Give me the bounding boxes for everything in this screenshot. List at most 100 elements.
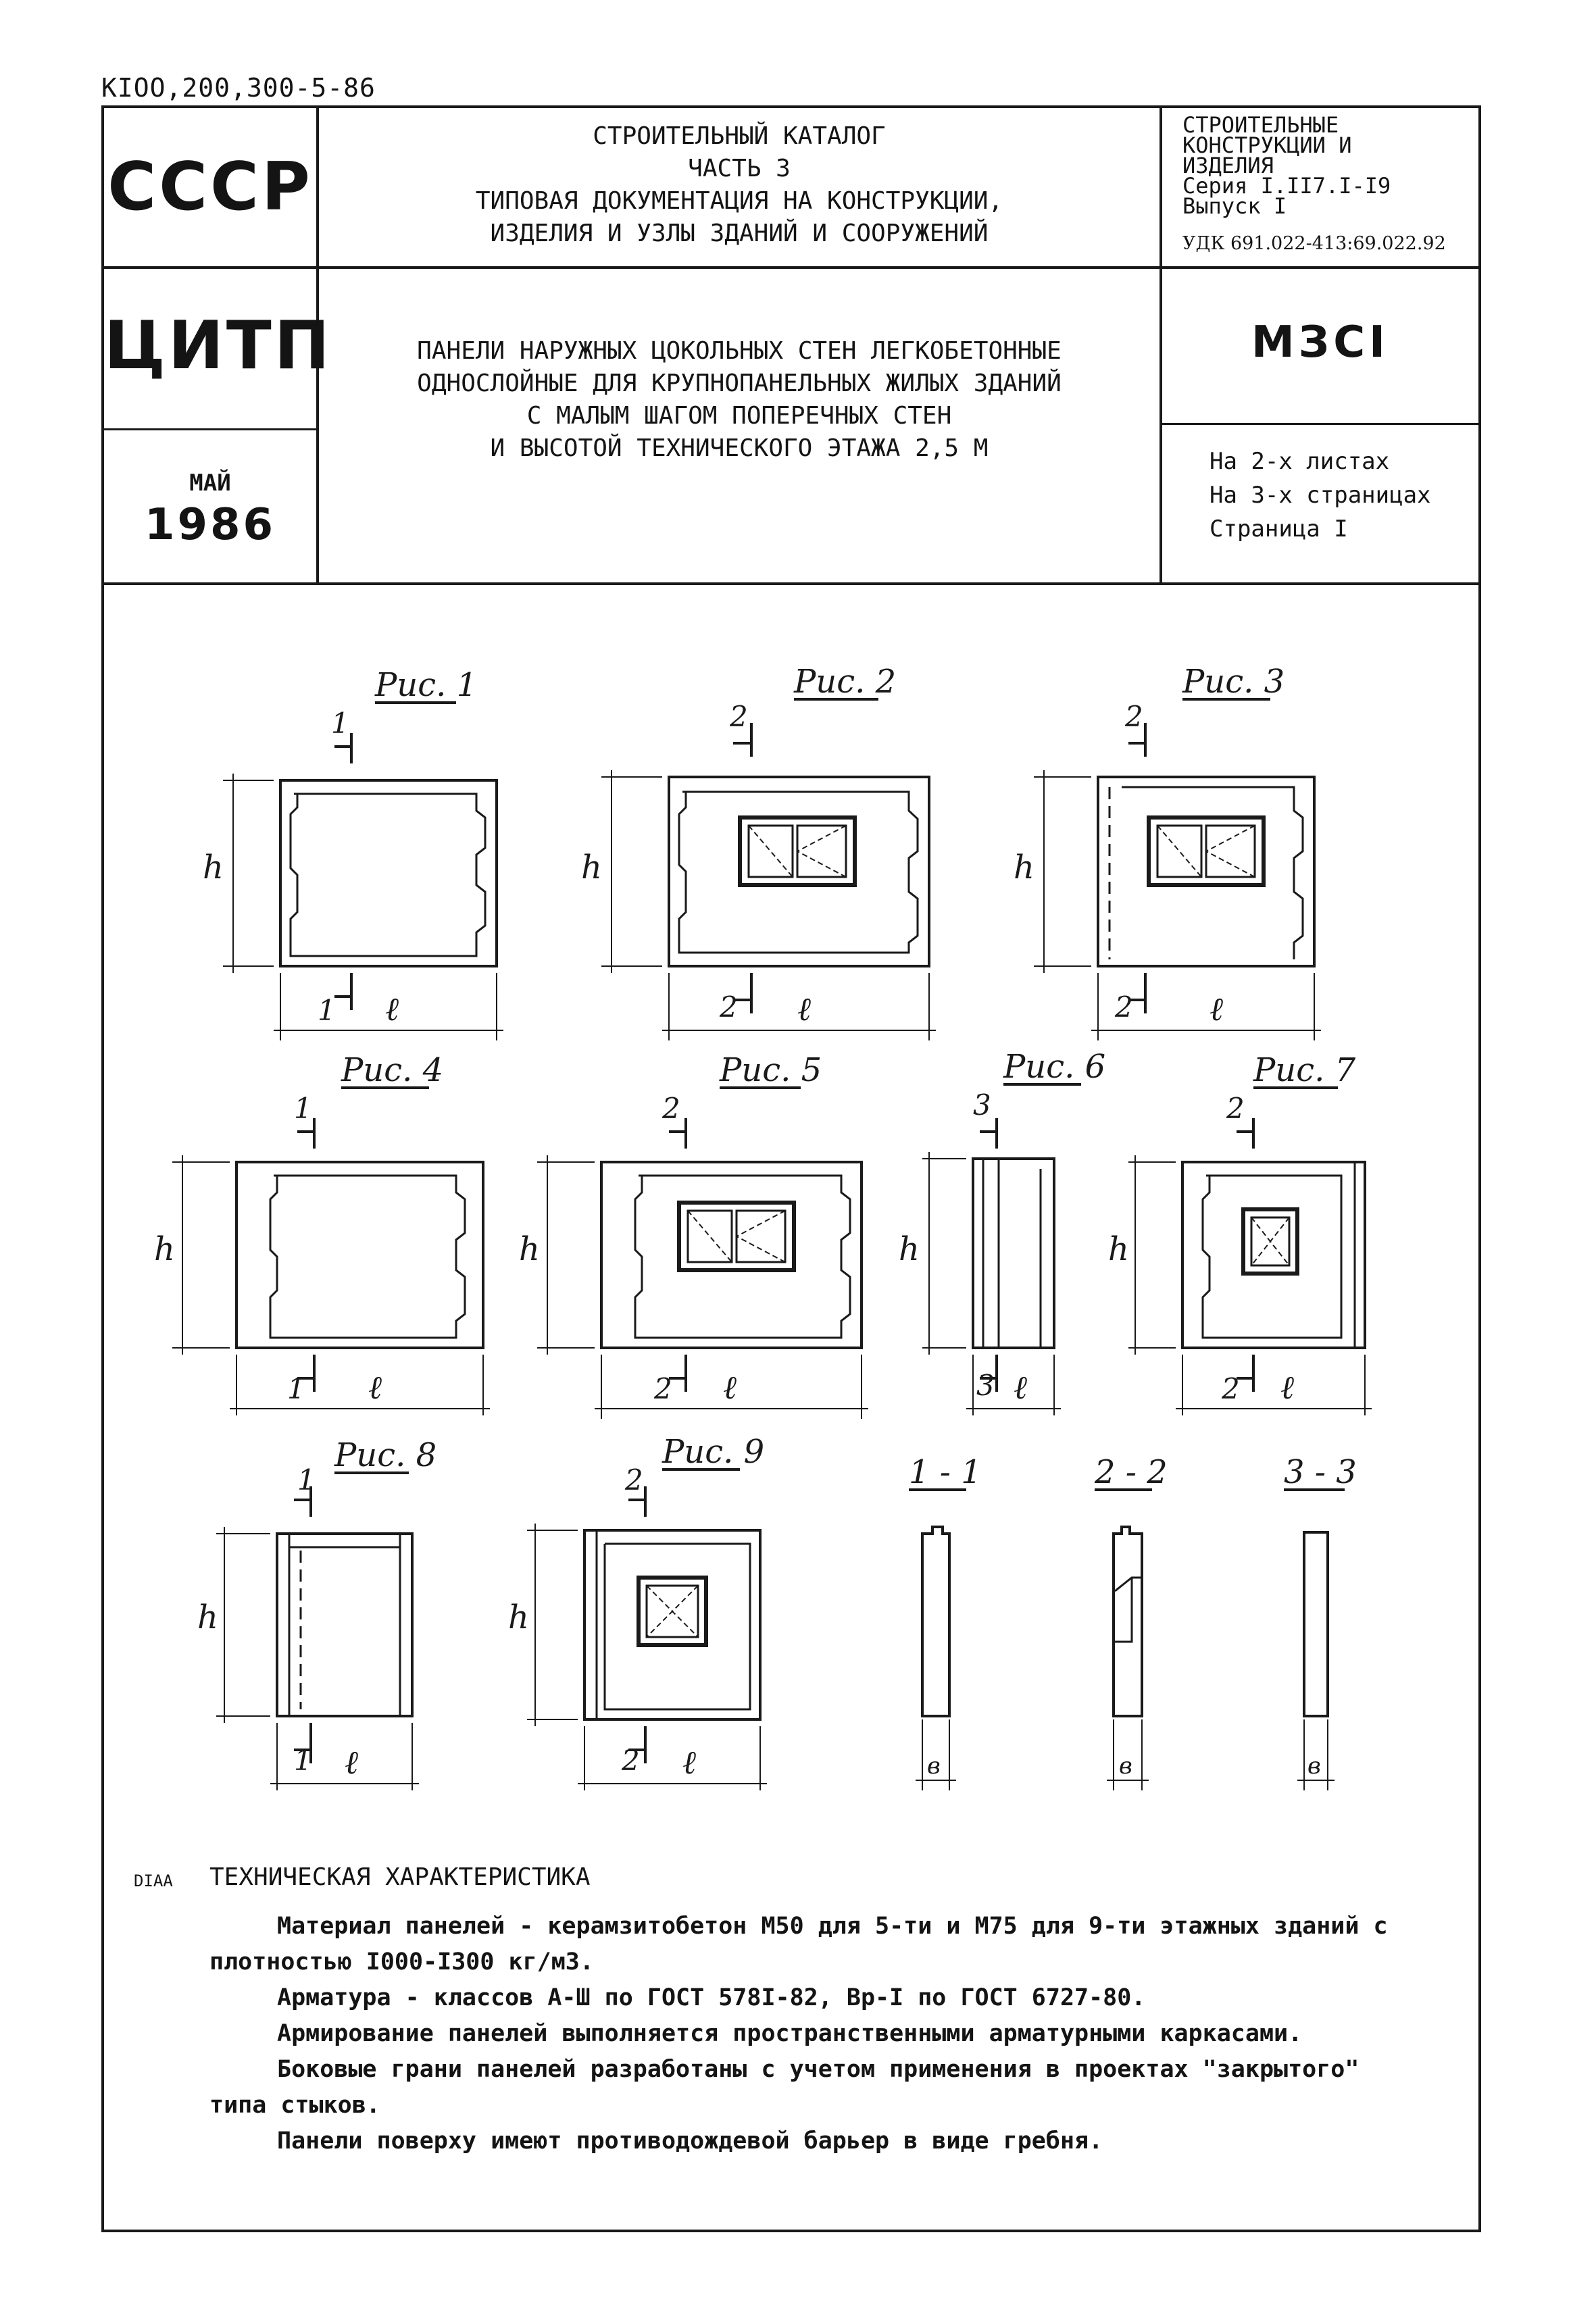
tech-line: типа стыков. (209, 2092, 380, 2119)
cut-mark: 2 (1226, 1092, 1245, 1125)
frame-top (101, 105, 1481, 108)
figure-9: Рис. 9 h ℓ (508, 1433, 767, 1790)
section-1-label: 1 - 1 (909, 1453, 982, 1491)
section-3-3: 3 - 3 в (1284, 1453, 1357, 1790)
figure-5-h: h (519, 1230, 540, 1268)
left-row-line (101, 428, 318, 430)
figure-7-label: Рис. 7 (1253, 1051, 1356, 1089)
figure-5: Рис. 5 h ℓ (519, 1051, 868, 1419)
series-line: КОНСТРУКЦИИ И (1182, 132, 1352, 158)
figure-1: Рис. 1 h ℓ (203, 666, 503, 1040)
figure-1-h: h (203, 849, 224, 886)
cut-mark: 1 (287, 1372, 305, 1405)
catalog-line: ЧАСТЬ 3 (688, 155, 791, 182)
tech-line: Панели поверху имеют противодождевой бар… (277, 2128, 1103, 2155)
cut-mark: 2 (719, 990, 738, 1024)
figure-2-l: ℓ (797, 990, 811, 1028)
figure-8-label: Рис. 8 (334, 1436, 437, 1474)
title-line: ОДНОСЛОЙНЫЕ ДЛЯ КРУПНОПАНЕЛЬНЫХ ЖИЛЫХ ЗД… (417, 370, 1062, 397)
udk: УДК 691.022-413:69.022.92 (1182, 233, 1446, 254)
series-block: СТРОИТЕЛЬНЫЕ КОНСТРУКЦИИ И ИЗДЕЛИЯ Серия… (1182, 112, 1473, 219)
figure-4: Рис. 4 h ℓ (154, 1051, 490, 1415)
header-bottom-line (101, 582, 1481, 585)
header-divider-1 (316, 105, 319, 584)
figure-4-l: ℓ (368, 1369, 382, 1407)
section-2-2: 2 - 2 в (1094, 1453, 1168, 1790)
section-1-b: в (927, 1753, 941, 1780)
figure-8: Рис. 8 h ℓ (197, 1436, 437, 1790)
right-row-line (1159, 423, 1481, 425)
tech-line: Арматура - классов А-Ш по ГОСТ 578I-82, … (277, 1984, 1146, 2011)
catalog-line: ТИПОВАЯ ДОКУМЕНТАЦИЯ НА КОНСТРУКЦИИ, (475, 187, 1003, 215)
section-1-1: 1 - 1 в (909, 1453, 982, 1790)
cut-mark: 2 (662, 1092, 680, 1125)
figure-2-h: h (581, 849, 602, 886)
frame-right (1478, 105, 1481, 2232)
series-line: Выпуск I (1182, 193, 1287, 219)
cut-mark: 2 (1114, 990, 1133, 1024)
cut-mark: 1 (297, 1463, 316, 1496)
figure-7-l: ℓ (1280, 1369, 1294, 1407)
section-2-label: 2 - 2 (1094, 1453, 1168, 1491)
figure-1-label: Рис. 1 (374, 666, 477, 704)
cut-mark: 1 (294, 1744, 312, 1777)
frame-bottom (101, 2230, 1481, 2232)
cut-mark: 3 (976, 1369, 995, 1402)
figure-3-label: Рис. 3 (1182, 663, 1285, 701)
title-line: С МАЛЫМ ШАГОМ ПОПЕРЕЧНЫХ СТЕН (526, 402, 952, 430)
figure-5-l: ℓ (723, 1369, 737, 1407)
org-top: СССР (107, 149, 313, 226)
tech-line: Материал панелей - керамзитобетон М50 дл… (277, 1913, 1388, 1940)
cut-mark: 2 (624, 1463, 643, 1496)
drawings: Рис. 1 h ℓ Рис. 2 h ℓ (154, 663, 1372, 1790)
title-line: И ВЫСОТОЙ ТЕХНИЧЕСКОГО ЭТАЖА 2,5 М (490, 434, 989, 462)
figure-2: Рис. 2 h ℓ (581, 663, 936, 1040)
frame-left (101, 105, 104, 2232)
cut-mark: 2 (729, 700, 748, 733)
section-3-label: 3 - 3 (1284, 1453, 1357, 1491)
cut-mark: 1 (294, 1092, 312, 1125)
header-divider-2 (1159, 105, 1162, 584)
figure-6-label: Рис. 6 (1003, 1048, 1105, 1086)
figure-9-l: ℓ (682, 1744, 696, 1782)
catalog-line: ИЗДЕЛИЯ И УЗЛЫ ЗДАНИЙ И СООРУЖЕНИЙ (490, 220, 989, 247)
sheet-info: На 2-х листах На 3-х страницах Страница … (1210, 445, 1431, 546)
figure-3-l: ℓ (1210, 990, 1223, 1028)
catalog-line: СТРОИТЕЛЬНЫЙ КАТАЛОГ (593, 122, 886, 150)
figure-7-h: h (1108, 1230, 1129, 1268)
figure-7: Рис. 7 h ℓ (1108, 1051, 1372, 1415)
header-row-line (101, 266, 1481, 269)
figure-9-h: h (508, 1599, 529, 1636)
section-2-b: в (1119, 1753, 1132, 1780)
figure-9-label: Рис. 9 (662, 1433, 764, 1471)
cut-mark: 2 (621, 1744, 640, 1777)
document-code: KIOO,200,300-5-86 (101, 73, 376, 103)
tech-heading: ТЕХНИЧЕСКАЯ ХАРАКТЕРИСТИКА (209, 1863, 591, 1891)
series-line: ИЗДЕЛИЯ (1182, 153, 1274, 178)
series-line: Серия I.II7.I-I9 (1182, 173, 1391, 199)
cut-mark: 1 (318, 994, 336, 1027)
tech-line: Армирование панелей выполняется простран… (277, 2020, 1303, 2047)
figure-6-l: ℓ (1014, 1369, 1027, 1407)
cut-mark: 1 (331, 707, 349, 740)
section-3-b: в (1307, 1753, 1321, 1780)
tech-line: плотностью I000-I300 кг/м3. (209, 1948, 594, 1976)
figure-3-h: h (1014, 849, 1034, 886)
figure-8-h: h (197, 1599, 218, 1636)
series-line: СТРОИТЕЛЬНЫЕ (1182, 112, 1339, 138)
cut-mark: 2 (653, 1372, 672, 1405)
figure-5-label: Рис. 5 (719, 1051, 822, 1089)
title-line: ПАНЕЛИ НАРУЖНЫХ ЦОКОЛЬНЫХ СТЕН ЛЕГКОБЕТО… (417, 337, 1062, 365)
figure-6-h: h (899, 1230, 920, 1268)
figure-8-l: ℓ (345, 1744, 358, 1782)
figure-3: Рис. 3 h ℓ (1014, 663, 1321, 1040)
month: МАЙ (189, 470, 231, 497)
tech-body: Материал панелей - керамзитобетон М50 дл… (209, 1909, 1466, 2159)
year: 1986 (144, 500, 276, 550)
figure-6: Рис. 6 h ℓ (899, 1048, 1105, 1415)
figure-4-h: h (154, 1230, 175, 1268)
figure-1-l: ℓ (385, 990, 399, 1028)
cut-mark: 2 (1221, 1372, 1240, 1405)
tech-line: Боковые грани панелей разработаны с учет… (277, 2056, 1360, 2083)
doc-mark: МЗСІ (1251, 318, 1389, 368)
